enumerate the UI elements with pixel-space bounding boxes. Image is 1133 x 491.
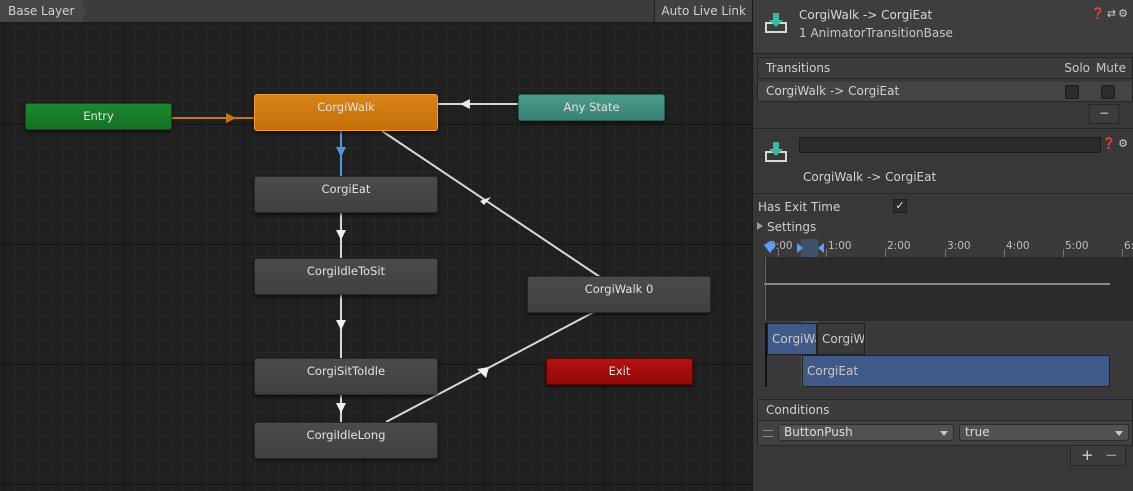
- condition-value-dropdown[interactable]: true: [959, 424, 1129, 441]
- mute-column-label: Mute: [1095, 61, 1126, 75]
- transition-icon: [765, 13, 787, 33]
- state-corgiidlelong-label: CorgiIdleLong: [306, 428, 386, 442]
- condition-add-remove: + −: [1070, 446, 1126, 466]
- timeline-markers: [764, 241, 824, 253]
- help-icon[interactable]: ❓: [1102, 137, 1119, 150]
- transition-header-buttons: ❓⚙: [1102, 137, 1130, 150]
- has-exit-time-checkbox[interactable]: ✓: [893, 199, 907, 213]
- state-corgiwalk-0[interactable]: CorgiWalk 0: [527, 276, 711, 313]
- destination-clip-block[interactable]: CorgiEat: [802, 355, 1110, 387]
- source-clip-next-block[interactable]: CorgiWalk: [817, 323, 865, 355]
- graph-toolbar: Base Layer Auto Live Link: [0, 0, 752, 23]
- timeline-tick: 3:00: [947, 240, 971, 252]
- inspector-panel: CorgiWalk -> CorgiEat 1 AnimatorTransiti…: [752, 0, 1133, 491]
- transition-timeline[interactable]: 0:00 1:00 2:00 3:00 4:00 5:00 6: CorgiWa…: [764, 239, 1133, 387]
- help-icon[interactable]: ❓: [1091, 7, 1107, 20]
- transitions-list-header: Transitions Solo Mute: [757, 57, 1133, 79]
- state-corgieat[interactable]: CorgiEat: [254, 176, 438, 213]
- arrow-entry-to-corgiwalk: [226, 113, 236, 123]
- state-corgieat-label: CorgiEat: [321, 182, 371, 196]
- timeline-tick: 0:00: [769, 240, 793, 252]
- settings-foldout-label[interactable]: Settings: [767, 220, 817, 234]
- timeline-tick: 2:00: [887, 240, 911, 252]
- solo-checkbox[interactable]: [1065, 85, 1079, 99]
- source-clip-block[interactable]: CorgiWalk: [767, 323, 817, 355]
- arrow-corgiwalk-to-corgieat: [336, 147, 346, 157]
- state-corgiidlelong[interactable]: CorgiIdleLong: [254, 422, 438, 459]
- chevron-down-icon: [940, 431, 948, 436]
- transition-row-label: CorgiWalk -> CorgiEat: [766, 84, 900, 98]
- conditions-title: Conditions: [766, 403, 830, 417]
- solo-column-label: Solo: [1064, 61, 1090, 75]
- state-any-state-label: Any State: [563, 100, 620, 114]
- transition-corgiidlelong-to-corgiwalk0[interactable]: [385, 311, 595, 423]
- condition-parameter-value: ButtonPush: [784, 425, 853, 439]
- mute-checkbox[interactable]: [1101, 85, 1115, 99]
- timeline-tick: 1:00: [828, 240, 852, 252]
- has-exit-time-label: Has Exit Time: [758, 200, 841, 214]
- breadcrumb-base-layer[interactable]: Base Layer: [0, 0, 83, 22]
- transitions-title: Transitions: [766, 61, 831, 75]
- remove-condition-button[interactable]: −: [1105, 446, 1118, 464]
- state-corgiidletosit[interactable]: CorgiIdleToSit: [254, 258, 438, 295]
- preset-icon[interactable]: ⇄: [1106, 7, 1119, 20]
- timeline-ruler: 0:00 1:00 2:00 3:00 4:00 5:00 6:: [764, 239, 1133, 257]
- condition-value: true: [965, 425, 990, 439]
- gear-icon[interactable]: ⚙: [1118, 7, 1130, 20]
- settings-foldout-icon[interactable]: [757, 222, 763, 230]
- duration-marker-icon[interactable]: [818, 243, 824, 253]
- add-condition-button[interactable]: +: [1081, 446, 1094, 464]
- transition-list-row[interactable]: CorgiWalk -> CorgiEat: [757, 82, 1133, 102]
- inspector-header-buttons: ❓⇄⚙: [1091, 7, 1130, 20]
- section-divider: [753, 128, 1133, 129]
- inspector-header: CorgiWalk -> CorgiEat 1 AnimatorTransiti…: [753, 0, 1133, 54]
- timeline-tick: 6:: [1124, 240, 1133, 252]
- condition-row[interactable]: ButtonPush true: [757, 421, 1133, 446]
- animator-graph[interactable]: Base Layer Auto Live Link Entry CorgiWal…: [0, 0, 752, 491]
- state-entry-label: Entry: [83, 109, 114, 123]
- transition-curve-line: [764, 283, 1110, 285]
- state-exit-label: Exit: [608, 364, 631, 378]
- state-exit[interactable]: Exit: [546, 358, 693, 385]
- chevron-down-icon: [1115, 431, 1123, 436]
- transition-icon: [765, 142, 787, 162]
- drag-handle-icon[interactable]: [763, 430, 773, 437]
- state-corgisittoidle[interactable]: CorgiSitToIdle: [254, 358, 438, 395]
- transition-name-field[interactable]: [799, 137, 1101, 153]
- timeline-tick: 5:00: [1065, 240, 1089, 252]
- arrow-corgisittoidle-to-corgiidlelong: [336, 403, 346, 413]
- arrow-corgiidletosit-to-corgisittoidle: [336, 320, 346, 330]
- exit-time-marker-icon[interactable]: [797, 243, 803, 253]
- arrow-anystate-to-corgiwalk: [460, 99, 470, 109]
- state-corgiwalk[interactable]: CorgiWalk: [254, 94, 438, 131]
- section-divider: [753, 193, 1133, 194]
- arrow-corgiwalk0-to-corgiwalk: [480, 197, 491, 205]
- remove-transition-button[interactable]: −: [1089, 104, 1119, 124]
- state-corgiidletosit-label: CorgiIdleToSit: [306, 264, 386, 278]
- transition-subtitle: CorgiWalk -> CorgiEat: [803, 170, 937, 184]
- state-entry[interactable]: Entry: [25, 103, 172, 130]
- arrow-corgiidlelong-to-corgiwalk0: [477, 367, 489, 378]
- state-any-state[interactable]: Any State: [518, 94, 665, 121]
- transition-edges: [172, 99, 601, 423]
- state-corgiwalk-label: CorgiWalk: [317, 100, 375, 114]
- breadcrumb-arrow: [79, 0, 87, 22]
- timeline-tick: 4:00: [1006, 240, 1030, 252]
- auto-live-link-button[interactable]: Auto Live Link: [654, 0, 752, 22]
- conditions-header: Conditions: [757, 399, 1133, 421]
- inspector-title: CorgiWalk -> CorgiEat: [799, 8, 933, 22]
- inspector-subtitle: 1 AnimatorTransitionBase: [799, 26, 953, 40]
- condition-parameter-dropdown[interactable]: ButtonPush: [778, 424, 954, 441]
- state-corgisittoidle-label: CorgiSitToIdle: [306, 364, 386, 378]
- arrow-corgieat-to-corgiidletosit: [336, 230, 346, 240]
- start-marker-icon[interactable]: [764, 241, 776, 253]
- transition-curve-area: [764, 257, 1133, 321]
- gear-icon[interactable]: ⚙: [1118, 137, 1130, 150]
- state-corgiwalk-0-label: CorgiWalk 0: [584, 282, 654, 296]
- transition-corgiwalk0-to-corgiwalk[interactable]: [381, 130, 601, 278]
